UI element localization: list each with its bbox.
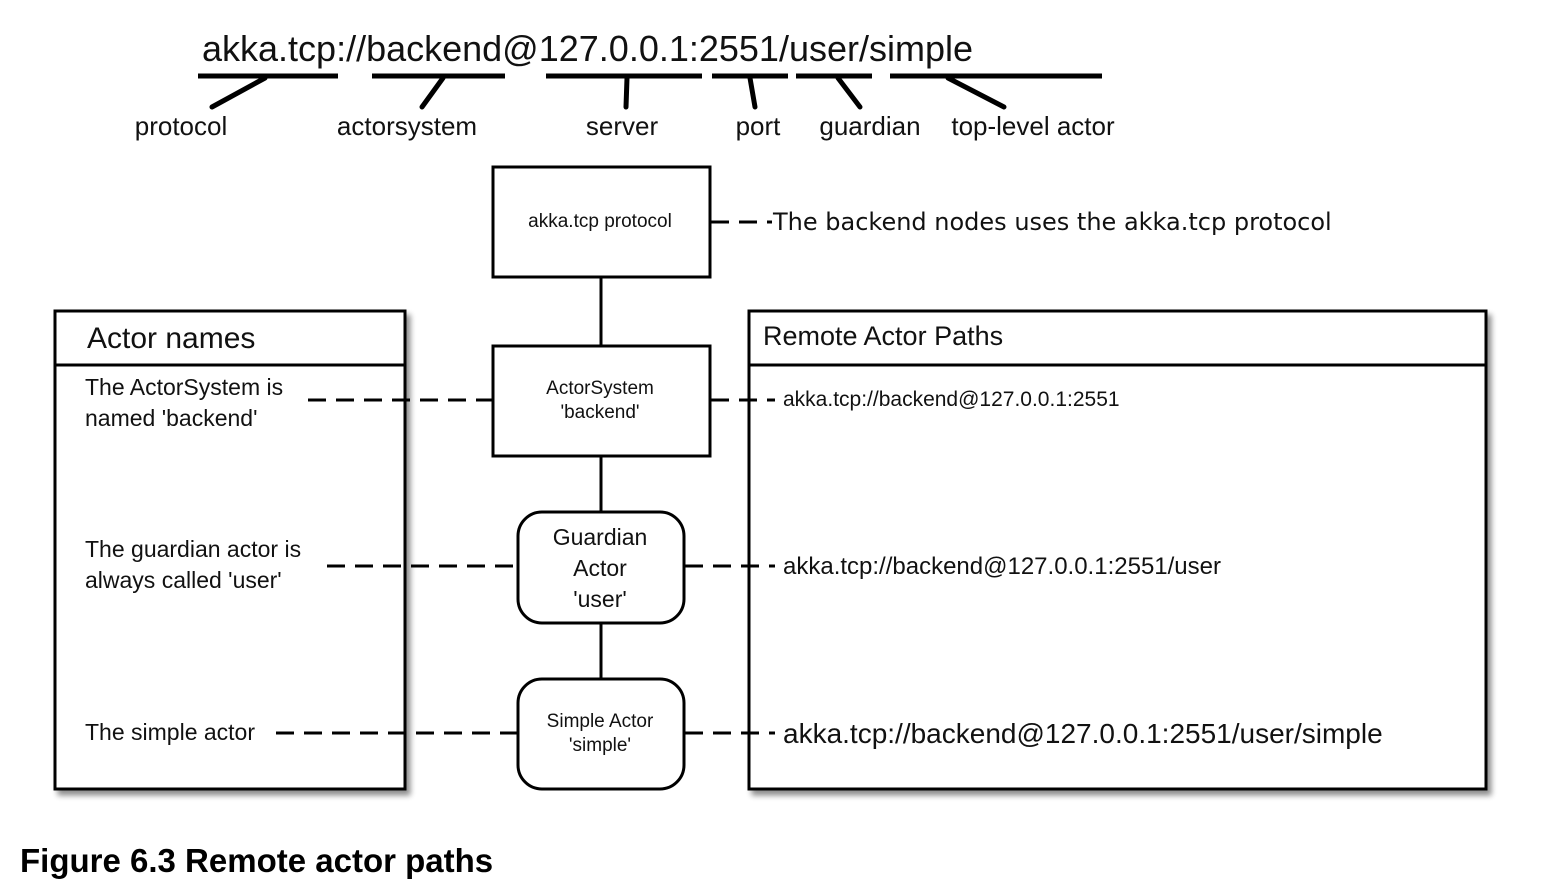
remote-path-actorsystem: akka.tcp://backend@127.0.0.1:2551 (783, 388, 1120, 411)
actor-name-row-2-line-1: The guardian actor is (85, 536, 301, 562)
remote-path-simple: akka.tcp://backend@127.0.0.1:2551/user/s… (783, 718, 1383, 749)
node-simple-line-2: 'simple' (569, 735, 631, 756)
leader-guardian (835, 75, 863, 110)
figure-caption: Figure 6.3 Remote actor paths (20, 842, 494, 879)
node-actorsystem-line-1: ActorSystem (546, 378, 654, 399)
leader-protocol (209, 75, 268, 110)
node-guardian-line-3: 'user' (573, 586, 627, 612)
leader-top-level-actor (945, 75, 1007, 110)
url-segment-labels: protocol actorsystem server port guardia… (135, 111, 1115, 141)
label-actorsystem: actorsystem (337, 111, 477, 141)
label-port: port (736, 111, 782, 141)
actor-names-box (53, 309, 407, 791)
node-simple: Simple Actor 'simple' (516, 677, 686, 791)
label-server: server (586, 111, 659, 141)
label-guardian: guardian (819, 111, 920, 141)
node-protocol-box (491, 165, 712, 279)
actor-names-panel: Actor names The ActorSystem is named 'ba… (53, 309, 407, 791)
node-simple-box (516, 677, 686, 791)
leader-server (623, 75, 630, 110)
node-actorsystem-box (491, 344, 712, 458)
node-actorsystem: ActorSystem 'backend' (491, 344, 712, 458)
node-guardian: Guardian Actor 'user' (516, 510, 686, 625)
node-guardian-line-1: Guardian (553, 524, 648, 550)
dashed-leaders (276, 220, 775, 735)
label-top-level-actor: top-level actor (951, 111, 1115, 141)
actor-name-row-1-line-2: named 'backend' (85, 405, 257, 431)
remote-paths-title: Remote Actor Paths (763, 321, 1003, 351)
actor-name-row-3: The simple actor (85, 719, 255, 745)
node-simple-line-1: Simple Actor (547, 711, 654, 732)
node-guardian-line-2: Actor (573, 555, 627, 581)
remote-paths-box (747, 309, 1488, 791)
protocol-note: The backend nodes uses the akka.tcp prot… (772, 208, 1332, 236)
leader-port (747, 75, 758, 110)
remote-paths-panel: Remote Actor Paths akka.tcp://backend@12… (747, 309, 1488, 791)
node-protocol: akka.tcp protocol (491, 165, 712, 279)
leader-actorsystem (419, 75, 446, 110)
actor-name-row-2-line-2: always called 'user' (85, 567, 282, 593)
actor-name-row-1-line-1: The ActorSystem is (85, 374, 283, 400)
remote-path-guardian: akka.tcp://backend@127.0.0.1:2551/user (783, 553, 1221, 580)
node-protocol-label: akka.tcp protocol (528, 211, 672, 232)
label-protocol: protocol (135, 111, 228, 141)
node-guardian-box (516, 510, 686, 625)
node-actorsystem-line-2: 'backend' (560, 402, 639, 423)
actor-names-title: Actor names (87, 322, 255, 355)
url-segment-leaders (209, 75, 1007, 110)
url-title: akka.tcp://backend@127.0.0.1:2551/user/s… (202, 28, 973, 69)
